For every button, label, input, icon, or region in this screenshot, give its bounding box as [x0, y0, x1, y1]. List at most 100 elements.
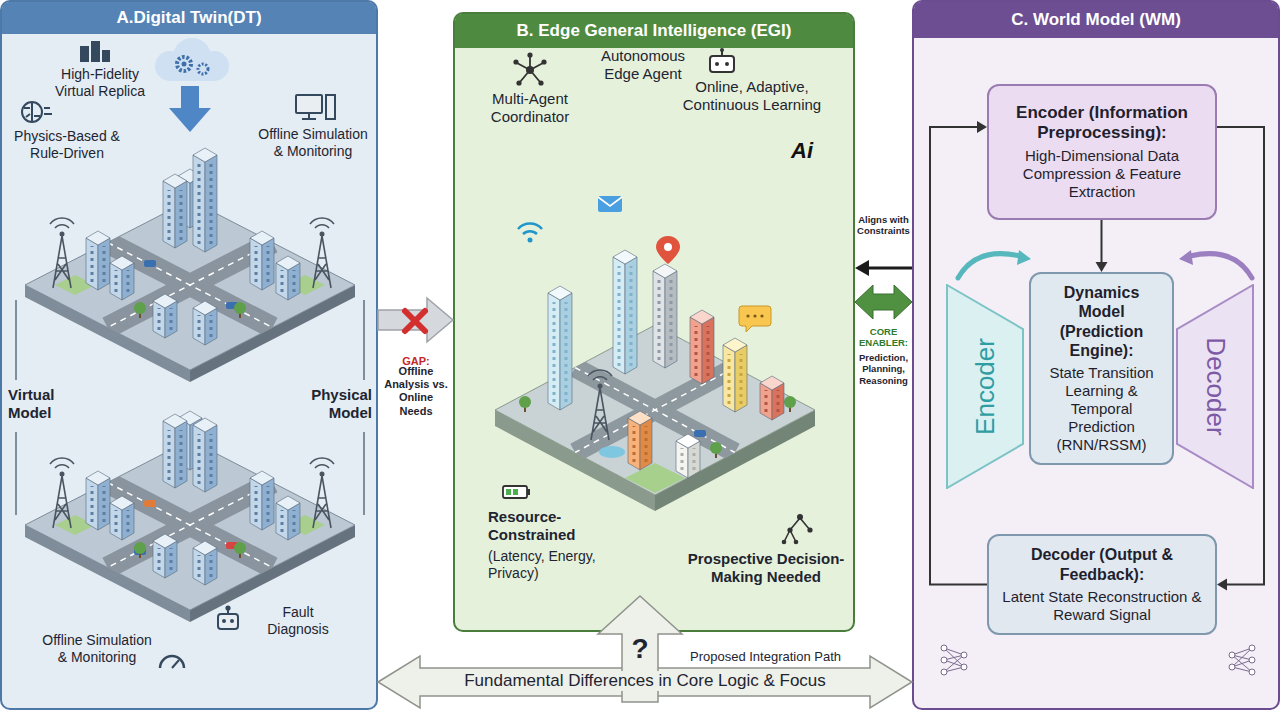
virtual-city: [25, 148, 355, 382]
connector: [378, 298, 453, 342]
label-box: Physical Model: [296, 386, 372, 422]
connector: [1217, 127, 1264, 591]
brain-icon: [22, 102, 52, 122]
annotation-label: Proposed Integration Path: [690, 649, 841, 665]
annotation-label: CORE ENABLER:: [855, 326, 912, 349]
box-heading: Decoder (Output & Feedback):: [997, 545, 1207, 583]
block-arrow: [378, 298, 453, 342]
sync-arrow: [169, 86, 211, 132]
connector: [855, 260, 912, 276]
connector: [930, 121, 987, 585]
label-box: Autonomous Edge Agent: [582, 47, 704, 83]
arrow-head: [1096, 262, 1108, 272]
trapezoid-fill: [1177, 285, 1253, 488]
annotation-label: Resource-Constrained: [488, 508, 608, 544]
panel-header: A.Digital Twin(DT): [2, 2, 376, 34]
label-box: ?: [626, 632, 654, 666]
label-box: Offline Simulation & Monitoring: [252, 126, 374, 160]
annotation-label: Autonomous Edge Agent: [582, 47, 704, 83]
panel-title: A.Digital Twin(DT): [110, 8, 267, 28]
robot-icon: [218, 606, 238, 629]
battery-icon: [503, 486, 530, 498]
connector-line: [1101, 220, 1103, 262]
agent-robot-icon: [710, 48, 734, 72]
label-box: Fundamental Differences in Core Logic & …: [400, 671, 890, 691]
feedback-line: [1217, 127, 1264, 585]
label-box: CORE ENABLER:: [855, 326, 912, 351]
map-pin-icon: [656, 236, 680, 264]
annotation-label: Physics-Based & Rule-Driven: [8, 128, 126, 162]
panel-header: B. Edge General Intelligence (EGI): [455, 14, 853, 48]
panel-title: B. Edge General Intelligence (EGI): [511, 21, 798, 41]
annotation-label: Fault Diagnosis: [256, 604, 340, 638]
label-box: Prospective Decision-Making Needed: [684, 550, 848, 586]
panel-wm: C. World Model (WM) Encoder (Information …: [912, 0, 1280, 710]
annotation-label: Multi-Agent Coordinator: [470, 90, 590, 126]
decoder-box: Decoder (Output & Feedback): Latent State…: [987, 534, 1217, 635]
arrow-head: [855, 260, 869, 276]
panel-title: C. World Model (WM): [1005, 10, 1187, 30]
edge-city: [495, 250, 815, 511]
label-box: Offline Analysis vs. Online Needs: [381, 365, 451, 419]
network-icon: [513, 52, 546, 85]
arrow-head: [977, 121, 987, 133]
label-box: Proposed Integration Path: [690, 646, 860, 665]
annotation-label: Physical Model: [296, 386, 372, 422]
annotation-label: Fundamental Differences in Core Logic & …: [460, 671, 830, 691]
label-box: (Latency, Energy, Privacy): [488, 548, 638, 582]
annotation-label: ?: [631, 632, 648, 666]
wifi-icon: [518, 224, 542, 243]
gauge-icon: [160, 656, 184, 668]
label-box: Aligns with Constraints: [855, 214, 912, 239]
connector-line: [869, 267, 912, 270]
building-icon: [80, 41, 110, 62]
cloud-icon: [155, 38, 229, 81]
label-box: Online, Adaptive, Continuous Learning: [676, 78, 828, 114]
decision-tree-icon: [782, 514, 813, 544]
annotation-label: Offline Simulation & Monitoring: [36, 632, 158, 666]
connector: [855, 285, 912, 319]
twin-link-lines: [16, 300, 364, 515]
panel-header: C. World Model (WM): [914, 2, 1278, 38]
label-box: Fault Diagnosis: [256, 604, 340, 638]
annotation-label: Offline Analysis vs. Online Needs: [381, 365, 451, 418]
annotation-label: Aligns with Constraints: [855, 214, 912, 237]
block-arrow: [855, 285, 912, 319]
label-box: Offline Simulation & Monitoring: [36, 632, 158, 666]
cycle-arrow: [958, 250, 1252, 278]
annotation-label: Online, Adaptive, Continuous Learning: [676, 78, 828, 114]
annotation-label: High-Fidelity Virtual Replica: [40, 66, 160, 100]
gap-cross: [405, 311, 425, 331]
neural-icon: [941, 645, 1255, 675]
label-box: Prediction, Planning, Reasoning: [855, 352, 912, 388]
box-heading: Encoder (Information Preprocessing):: [997, 103, 1207, 144]
dynamics-box: Dynamics Model (Prediction Engine):State…: [1029, 272, 1174, 465]
annotation-label: Ai: [791, 138, 813, 164]
trapezoid-label: Encoder: [970, 338, 1001, 435]
label-box: Multi-Agent Coordinator: [470, 90, 590, 126]
arrow-head: [1217, 579, 1227, 591]
annotation-label: Prospective Decision-Making Needed: [684, 550, 848, 586]
annotation-label: Offline Simulation & Monitoring: [252, 126, 374, 160]
label-box: Physics-Based & Rule-Driven: [8, 128, 126, 162]
encoder-trapezoid: Encoder: [946, 284, 1024, 489]
panel-dt: A.Digital Twin(DT): [0, 0, 378, 710]
feedback-line: [930, 127, 987, 585]
trapezoid-label: Decoder: [1200, 337, 1231, 435]
box-body: High-Dimensional Data Compression & Feat…: [997, 147, 1207, 201]
physical-city: [25, 411, 355, 622]
label-box: Ai: [780, 138, 824, 164]
trapezoid-fill: [947, 285, 1023, 488]
decoder-trapezoid: Decoder: [1176, 284, 1254, 489]
connector: [1096, 220, 1108, 272]
annotation-label: Virtual Model: [8, 386, 80, 422]
annotation-label: (Latency, Energy, Privacy): [488, 548, 638, 582]
chat-bubble-icon: [739, 306, 771, 332]
label-box: High-Fidelity Virtual Replica: [40, 66, 160, 100]
box-heading: Dynamics Model (Prediction Engine):: [1039, 283, 1164, 360]
monitor-icon: [296, 95, 335, 119]
encoder-box: Encoder (Information Preprocessing):High…: [987, 84, 1217, 220]
box-body: Latent State Reconstruction & Reward Sig…: [997, 588, 1207, 624]
